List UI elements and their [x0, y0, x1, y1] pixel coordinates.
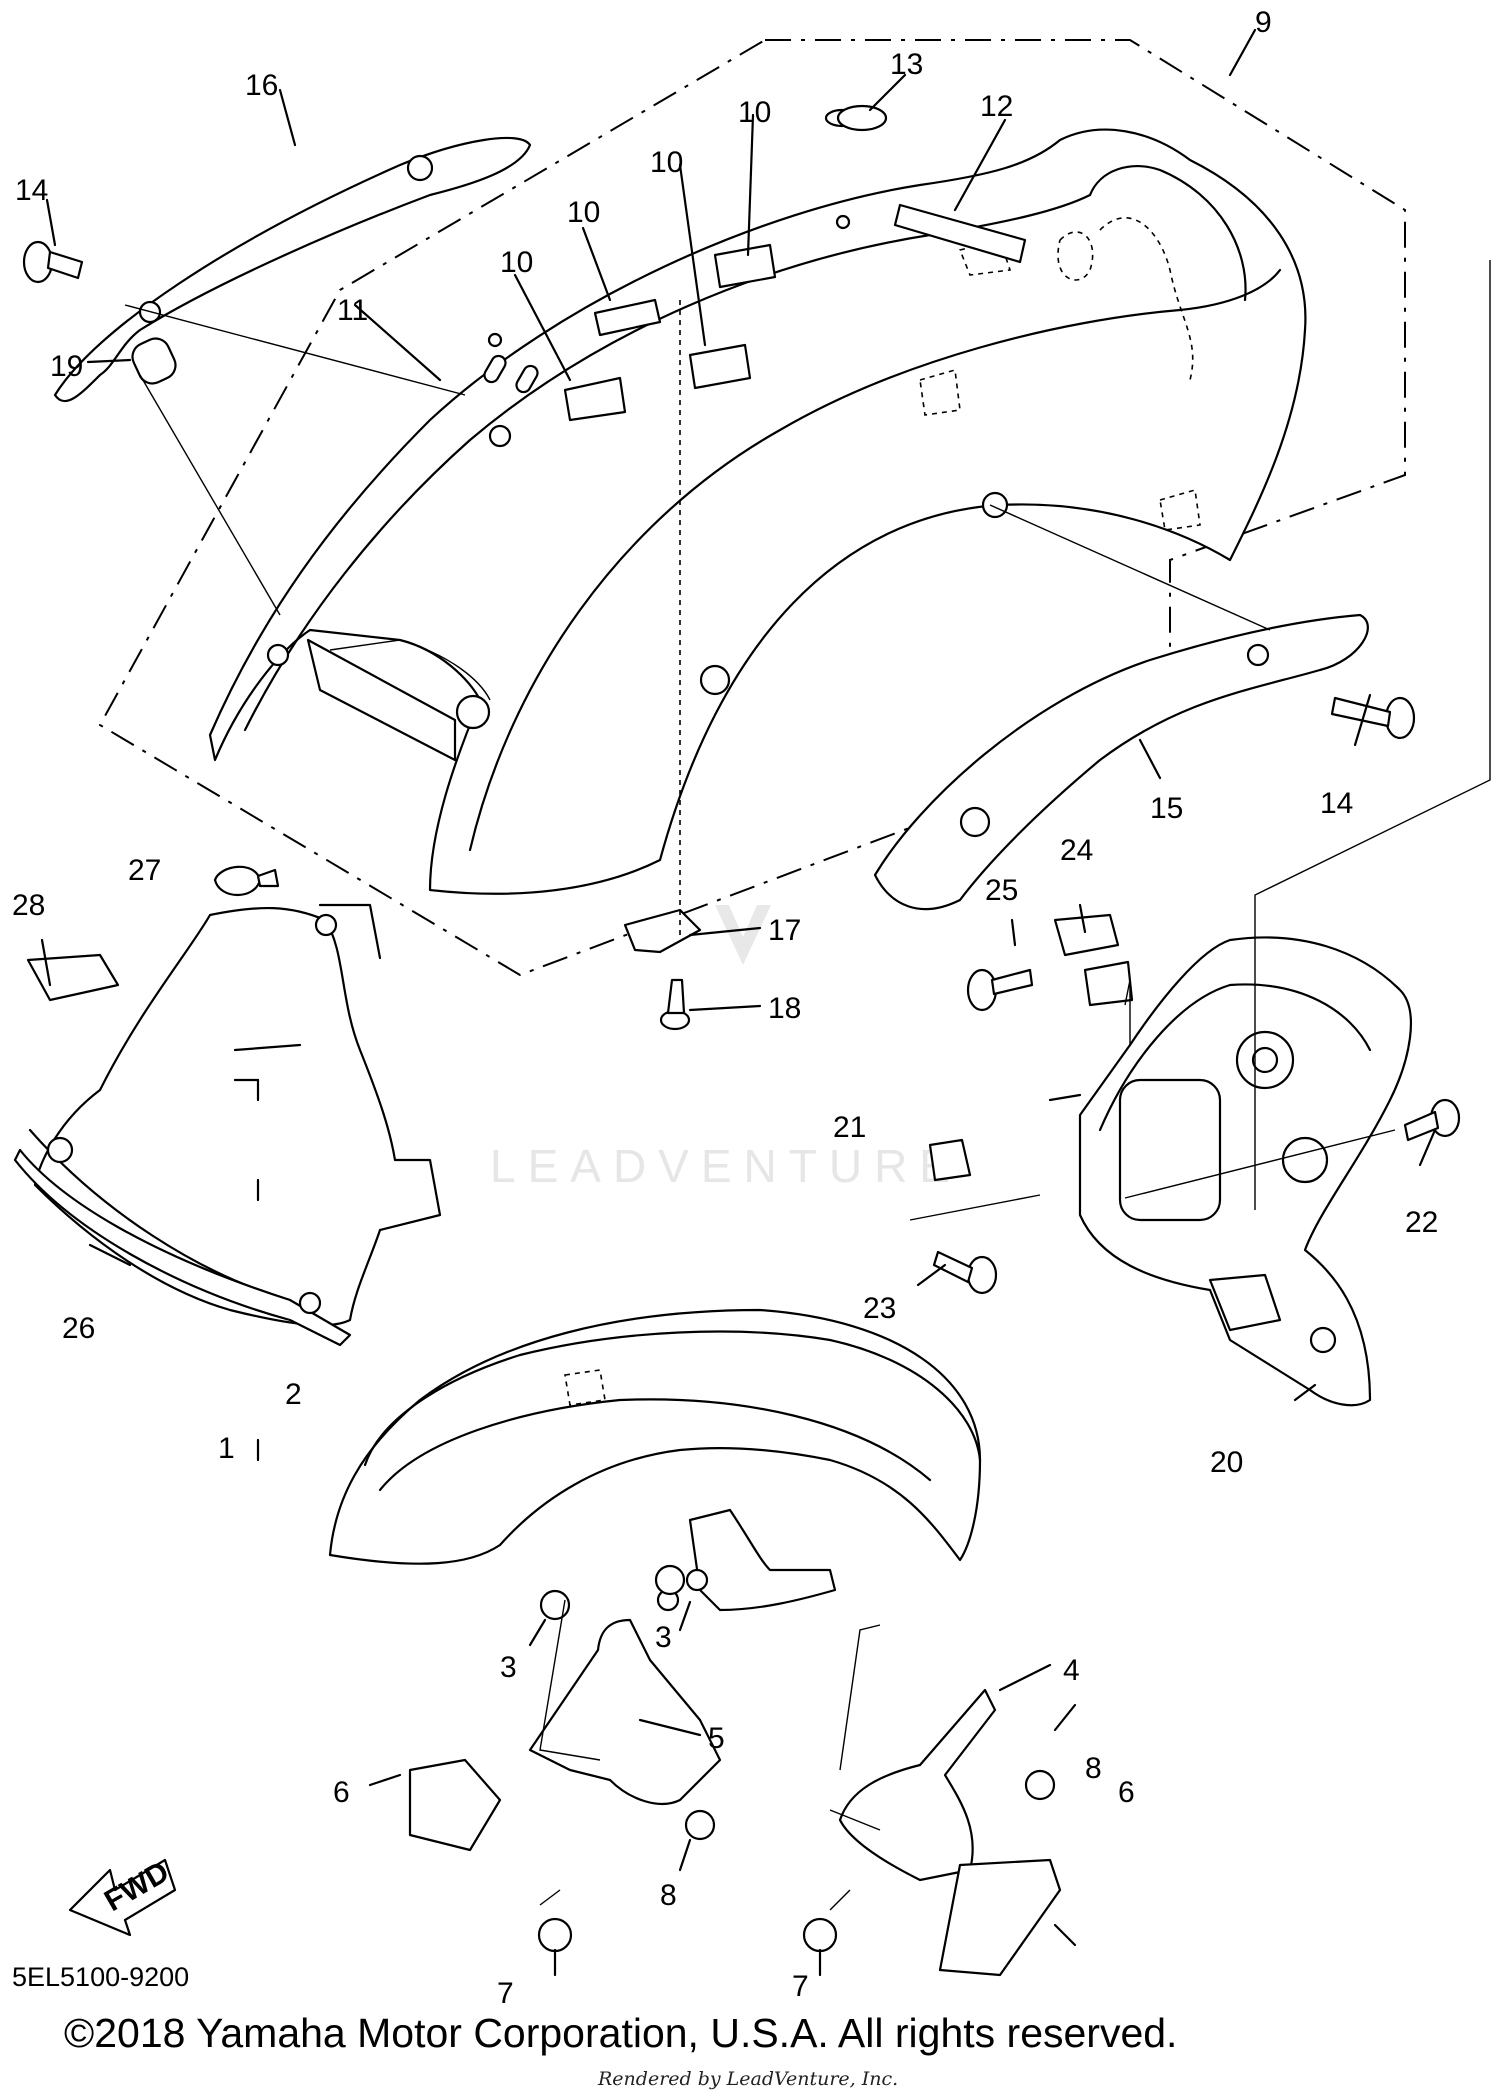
front-fasteners — [537, 1564, 1056, 1953]
copyright-notice: ©2018 Yamaha Motor Corporation, U.S.A. A… — [64, 2010, 1178, 2056]
leadventure-watermark: LEADVENTURE — [490, 905, 962, 1192]
callout-7-left: 7 — [497, 1977, 514, 2010]
callout-24: 24 — [1060, 834, 1093, 867]
rear-side-rail-right — [873, 613, 1369, 911]
callout-15: 15 — [1150, 792, 1183, 825]
callout-8-left: 8 — [660, 1879, 677, 1912]
callout-10-c: 10 — [567, 196, 600, 229]
callout-27: 27 — [128, 854, 161, 887]
callout-22: 22 — [1405, 1206, 1438, 1239]
callout-16: 16 — [245, 69, 278, 102]
rear-fender — [208, 108, 1307, 895]
callout-28: 28 — [12, 889, 45, 922]
taillight-bracket — [1078, 936, 1412, 1407]
rear-fender-group-boundary — [98, 39, 1406, 977]
callout-14-right: 14 — [1320, 787, 1353, 820]
callout-2: 2 — [285, 1378, 302, 1411]
callout-10-a: 10 — [738, 96, 771, 129]
callout-6-left: 6 — [333, 1776, 350, 1809]
callout-17: 17 — [768, 914, 801, 947]
watermark-text: LEADVENTURE — [490, 1140, 962, 1192]
rendered-by-note: Rendered by LeadVenture, Inc. — [598, 2068, 899, 2090]
callout-8-right: 8 — [1085, 1752, 1102, 1785]
callout-20: 20 — [1210, 1446, 1243, 1479]
callout-25: 25 — [985, 874, 1018, 907]
fasteners — [22, 104, 1461, 1295]
callout-26: 26 — [62, 1312, 95, 1345]
forward-arrow: FWD — [68, 1855, 177, 1937]
rear-side-rail-left — [53, 136, 532, 403]
callout-14-left: 14 — [15, 174, 48, 207]
front-fender-brackets — [408, 1508, 1062, 1977]
callout-19: 19 — [50, 350, 83, 383]
callout-3-right: 3 — [655, 1621, 672, 1654]
callout-4: 4 — [1063, 1654, 1080, 1687]
callout-21: 21 — [833, 1111, 866, 1144]
callout-7-right: 7 — [792, 1970, 809, 2003]
diagram-code: 5EL5100-9200 — [12, 1962, 190, 1992]
callout-18: 18 — [768, 992, 801, 1025]
callout-1: 1 — [218, 1432, 235, 1465]
callout-13: 13 — [890, 48, 923, 81]
callout-5: 5 — [708, 1722, 725, 1755]
callout-23: 23 — [863, 1292, 896, 1325]
callout-6-right: 6 — [1118, 1776, 1135, 1809]
leader-lines — [40, 28, 1491, 1977]
callout-10-d: 10 — [500, 246, 533, 279]
callout-3-left: 3 — [500, 1651, 517, 1684]
callout-9: 9 — [1255, 6, 1272, 39]
front-fender — [328, 1308, 982, 1565]
callout-10-b: 10 — [650, 146, 683, 179]
rear-flap — [13, 906, 442, 1347]
callout-labels: 9 13 12 10 10 10 10 11 16 14 19 14 15 24… — [12, 6, 1438, 2010]
callout-11: 11 — [337, 294, 368, 327]
callout-12: 12 — [980, 90, 1013, 123]
